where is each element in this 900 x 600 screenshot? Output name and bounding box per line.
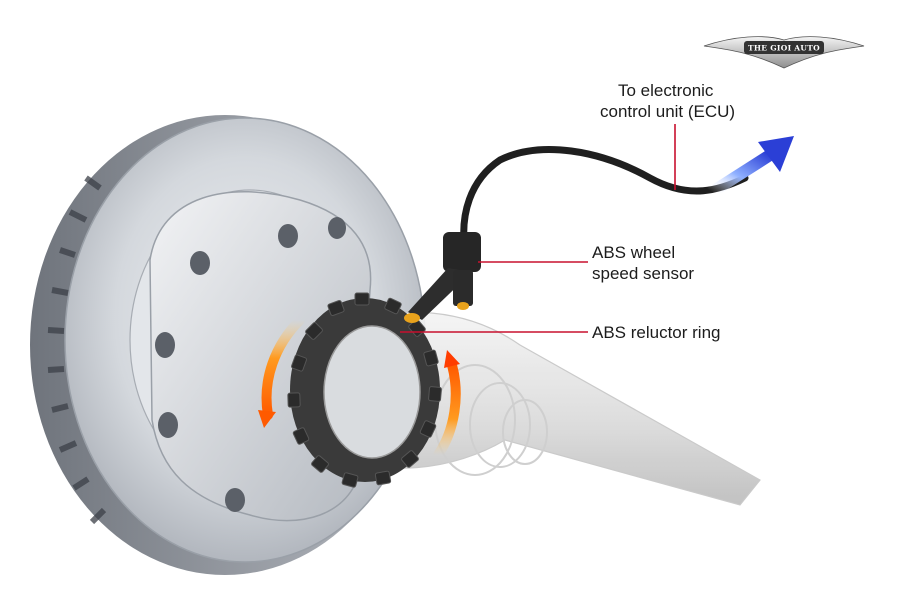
- sensor-label-line2: speed sensor: [592, 264, 695, 283]
- ecu-label-line1: To electronic: [618, 81, 714, 100]
- leader-lines: [400, 124, 676, 333]
- logo-text: THE GIOI AUTO: [748, 44, 820, 53]
- brand-logo: THE GIOI AUTO: [703, 36, 865, 69]
- ecu-label-line2: control unit (ECU): [600, 102, 736, 121]
- ecu-label: To electronic control unit (ECU): [600, 80, 735, 122]
- lug-holes: [155, 217, 346, 512]
- reluctor-label-text: ABS reluctor ring: [592, 323, 721, 342]
- abs-sensor: [404, 146, 749, 323]
- signal-arrow: [706, 136, 794, 198]
- sensor-label-line1: ABS wheel: [592, 243, 676, 262]
- rotor-vent-slots: [47, 175, 107, 525]
- reluctor-label: ABS reluctor ring: [592, 322, 721, 343]
- rotation-arrows: [258, 315, 461, 460]
- reluctor-ring: [287, 292, 442, 488]
- sensor-label: ABS wheel speed sensor: [592, 242, 694, 284]
